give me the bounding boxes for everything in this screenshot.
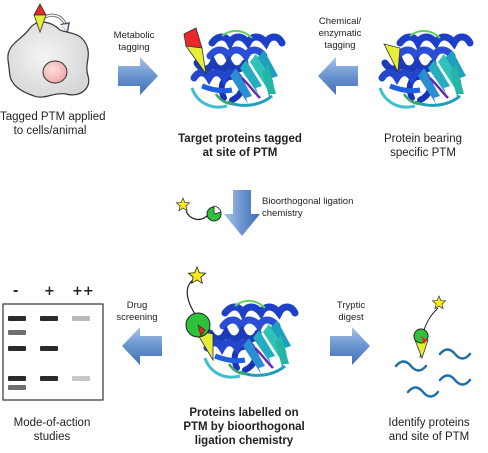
drug-label-line1: Drug xyxy=(126,300,148,311)
protein-icon xyxy=(183,28,282,107)
mode-label: Mode-of-action studies xyxy=(2,416,102,444)
peptide-icon xyxy=(394,295,472,398)
target-label: Target proteins tagged at site of PTM xyxy=(172,132,308,160)
tryptic-arrow xyxy=(330,327,370,365)
chemical-arrow xyxy=(318,57,358,95)
drug-label: Drug screening xyxy=(112,300,162,324)
chemical-label-line2: enzymatic xyxy=(318,28,362,39)
tryptic-label: Tryptic digest xyxy=(326,300,376,324)
target-label-line2: at site of PTM xyxy=(202,147,278,159)
specific-label: Protein bearing specific PTM xyxy=(368,132,478,160)
cell-label-line2: to cells/animal xyxy=(13,125,87,137)
metabolic-label: Metabolic tagging xyxy=(104,30,164,54)
protein-icon xyxy=(380,31,470,107)
target-label-line1: Target proteins tagged xyxy=(178,133,302,145)
bioorthogonal-label-line1: Bioorthogonal ligation xyxy=(262,196,354,207)
mode-label-line1: Mode-of-action xyxy=(13,417,91,429)
tryptic-label-line1: Tryptic xyxy=(336,300,366,311)
labelled-label: Proteins labelled on PTM by bioorthogona… xyxy=(176,406,312,448)
cell-icon xyxy=(7,3,90,98)
gel-lane-minus: - xyxy=(13,284,19,299)
chemical-label-line3: tagging xyxy=(324,40,356,51)
identify-label: Identify proteins and site of PTM xyxy=(374,416,484,444)
labelled-label-line1: Proteins labelled on xyxy=(189,407,299,419)
labelled-label-line2: PTM by bioorthogonal xyxy=(183,421,305,433)
identify-label-line2: and site of PTM xyxy=(388,431,470,443)
gel-lane-plusplus: ++ xyxy=(72,284,94,299)
metabolic-label-line1: Metabolic xyxy=(113,30,155,41)
chemical-label: Chemical/ enzymatic tagging xyxy=(310,16,370,52)
chemical-label-line1: Chemical/ xyxy=(318,16,362,27)
specific-label-line2: specific PTM xyxy=(390,147,456,159)
mode-label-line2: studies xyxy=(33,431,71,443)
drug-label-line2: screening xyxy=(116,312,158,323)
bioorthogonal-label-line2: chemistry xyxy=(262,208,303,219)
specific-label-line1: Protein bearing xyxy=(384,133,462,145)
gel-icon xyxy=(2,303,104,401)
gel-lane-plus: + xyxy=(44,284,55,299)
tryptic-label-line2: digest xyxy=(338,312,364,323)
labelled-protein-icon xyxy=(185,266,295,377)
metabolic-label-line2: tagging xyxy=(118,42,150,53)
bioorthogonal-arrow xyxy=(224,190,260,236)
identify-label-line1: Identify proteins xyxy=(388,417,470,429)
labelled-label-line3: ligation chemistry xyxy=(194,435,294,447)
cell-label: Tagged PTM applied to cells/animal xyxy=(0,110,106,138)
bioorthogonal-label: Bioorthogonal ligation chemistry xyxy=(262,196,382,220)
metabolic-arrow xyxy=(118,57,158,95)
cell-label-line1: Tagged PTM applied xyxy=(0,111,106,123)
probe-icon xyxy=(176,197,222,222)
drug-screening-arrow xyxy=(122,327,162,365)
